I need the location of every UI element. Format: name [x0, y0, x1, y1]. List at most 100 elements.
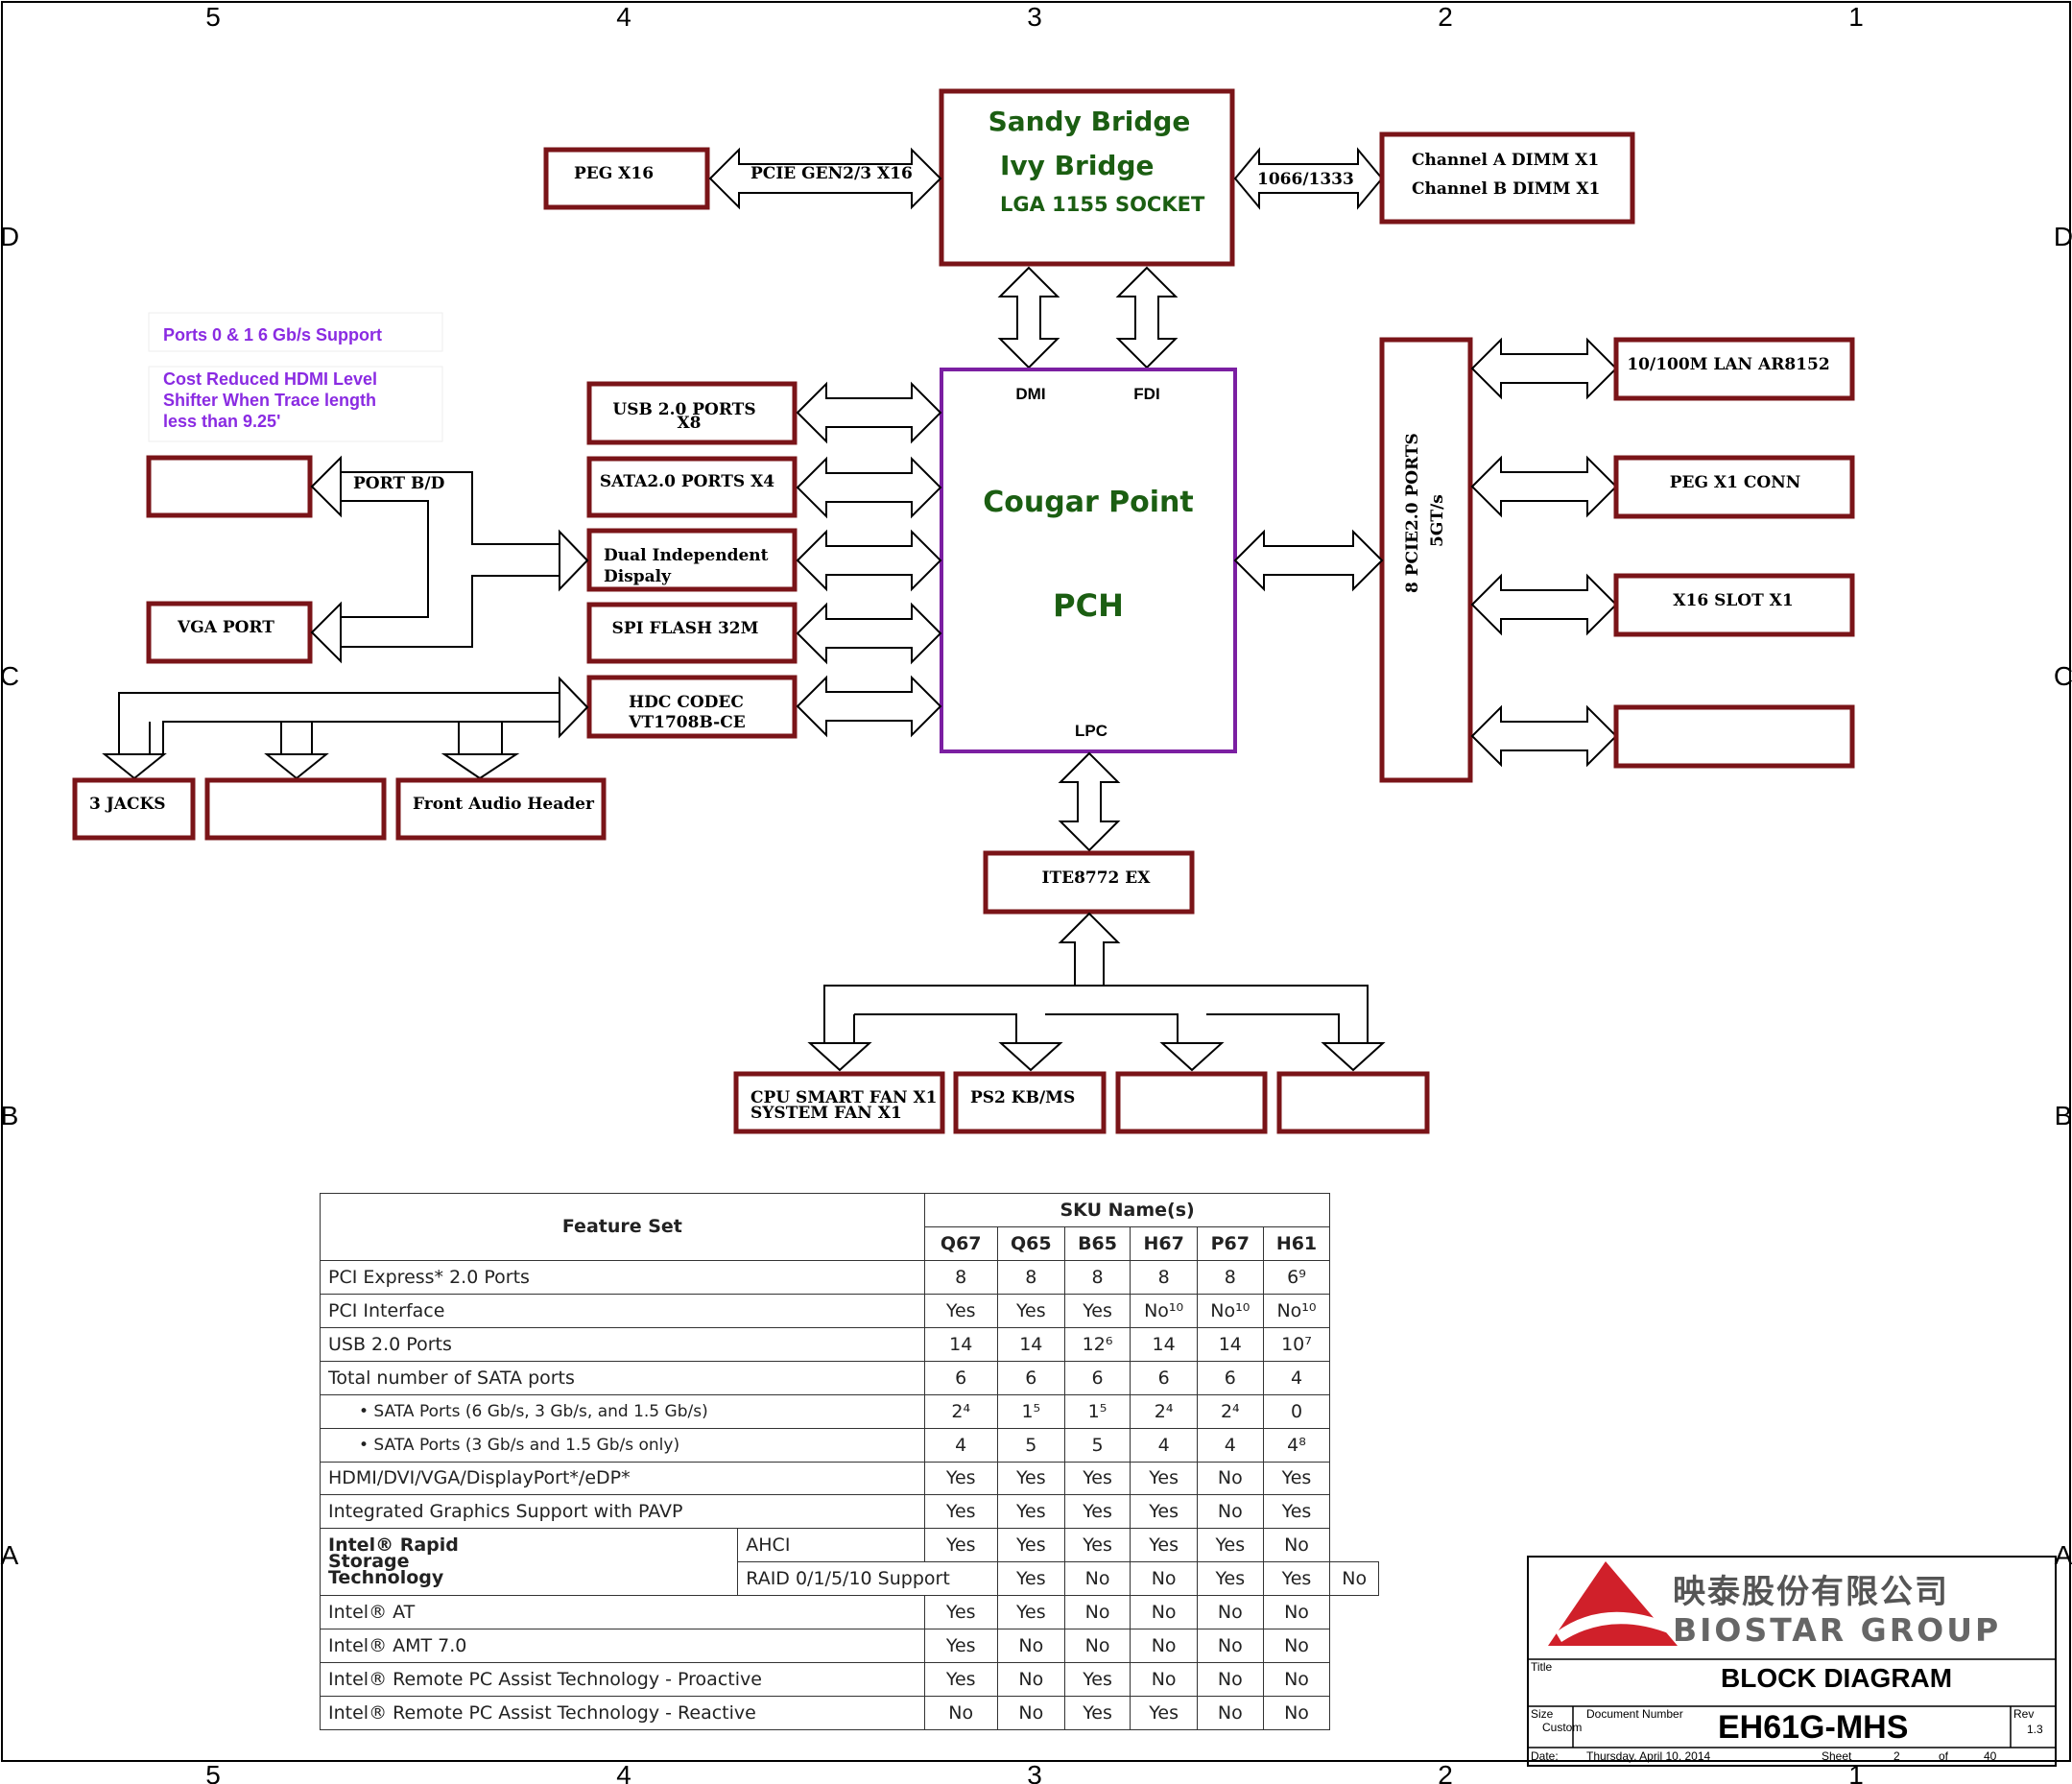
sku-name: H67 [1130, 1225, 1199, 1261]
arrow-head [1058, 912, 1121, 987]
feature-label: AHCI [737, 1528, 925, 1563]
lpc-label: LPC [1075, 722, 1107, 740]
pch-pcie-arrow [1233, 529, 1384, 592]
col-label: 5 [205, 2, 221, 32]
x16-slot-label: X16 SLOT X1 [1673, 591, 1793, 610]
hdmi-box [146, 455, 313, 518]
sku-value: No [923, 1696, 998, 1730]
sheet-total: 40 [1984, 1749, 1997, 1763]
sheet-label: Sheet [1822, 1749, 1852, 1763]
x16-slot-box [1613, 573, 1855, 637]
rev-label: Rev [2013, 1707, 2035, 1721]
feature-label: Integrated Graphics Support with PAVP [320, 1494, 925, 1530]
note-hdmi: Cost Reduced HDMI Level [163, 369, 377, 389]
sku-value: Yes [1063, 1696, 1131, 1730]
feature-label: PCI Interface [320, 1293, 925, 1328]
dimm-box [1379, 131, 1635, 225]
ps2-box [953, 1071, 1107, 1134]
pcie-blank-box [1613, 704, 1855, 769]
sku-value: 4 [1197, 1427, 1264, 1463]
sku-value: Yes [1063, 1461, 1131, 1496]
arrow-head [1159, 1042, 1225, 1072]
arrow-head [807, 1042, 872, 1072]
ite-bus [823, 985, 1369, 1043]
arrow-head [102, 753, 167, 780]
arrow-head [1321, 1042, 1386, 1072]
feature-label: PCI Express* 2.0 Ports [320, 1259, 925, 1295]
row-label: D [0, 222, 19, 251]
sku-value: Yes [1262, 1461, 1331, 1496]
sku-value: No [1197, 1461, 1264, 1496]
title-label: Title [1531, 1660, 1553, 1674]
sata-label: SATA2.0 PORTS X4 [600, 472, 774, 491]
arrow-head [559, 676, 589, 739]
cpu-box [939, 88, 1235, 267]
sku-value: 5 [996, 1427, 1065, 1463]
ps2-label: PS2 KB/MS [970, 1088, 1075, 1107]
sku-value: Yes [996, 1494, 1065, 1530]
sku-value: Yes [923, 1528, 998, 1563]
sku-name: P67 [1197, 1225, 1264, 1261]
row-label: B [2055, 1101, 2072, 1130]
audio-bus [118, 692, 560, 754]
spi-flash-label: SPI FLASH 32M [612, 619, 759, 638]
size-value: Custom [1542, 1721, 1583, 1734]
front-audio-label: Front Audio Header [413, 795, 595, 814]
feature-label: USB 2.0 Ports [320, 1326, 925, 1362]
fan-box [733, 1071, 945, 1134]
sku-value: Yes [923, 1293, 998, 1328]
peg-x1-box [1613, 455, 1855, 519]
sku-value: 6⁹ [1262, 1259, 1331, 1295]
rst-label-line: Intel® Rapid [328, 1534, 459, 1557]
sku-value: Yes [996, 1461, 1065, 1496]
sku-value: 6 [1197, 1360, 1264, 1395]
row-label: D [2054, 222, 2072, 251]
sku-value: 1⁵ [1063, 1394, 1131, 1429]
cpu-socket: LGA 1155 SOCKET [1000, 193, 1205, 216]
table-row: • SATA Ports (3 Gb/s and 1.5 Gb/s only)4… [320, 1427, 1379, 1463]
sku-value: No [1130, 1629, 1199, 1664]
usb-label: USB 2.0 PORTS [612, 400, 755, 419]
sku-value: No [1197, 1494, 1264, 1530]
sku-value: No [1130, 1662, 1199, 1698]
sku-value: Yes [1063, 1494, 1131, 1530]
feature-label: RAID 0/1/5/10 Support [737, 1561, 998, 1597]
sku-value: No¹⁰ [1197, 1293, 1264, 1328]
company-en: BIOSTAR GROUP [1673, 1611, 2002, 1649]
feature-label: Intel® AMT 7.0 [320, 1629, 925, 1664]
feature-label: Intel® AT [320, 1595, 925, 1630]
biostar-logo-icon [1548, 1561, 1678, 1646]
pcie-label: PCIE GEN2/3 X16 [750, 164, 913, 183]
sku-value: No [1063, 1629, 1131, 1664]
memory-speed: 1066/1333 [1257, 170, 1354, 189]
company-cn: 映泰股份有限公司 [1673, 1573, 1949, 1611]
fan-label-2: SYSTEM FAN X1 [750, 1104, 902, 1123]
sku-value: No¹⁰ [1130, 1293, 1199, 1328]
date-label: Date: [1531, 1749, 1559, 1763]
sku-value: 8 [996, 1259, 1065, 1295]
vga-line [341, 500, 429, 618]
sku-value: 4 [923, 1427, 998, 1463]
note-ports: Ports 0 & 1 6 Gb/s Support [163, 325, 382, 345]
note-hdmi: Shifter When Trace length [163, 391, 376, 410]
sku-name: H61 [1262, 1225, 1331, 1261]
sku-value: 4⁸ [1262, 1427, 1331, 1463]
table-row: Intel® Remote PC Assist Technology - Rea… [320, 1696, 1379, 1730]
row-label: A [1, 1540, 19, 1570]
arrow-head [310, 601, 342, 664]
dual-display-label-2: Dispaly [604, 567, 672, 586]
vga-label: VGA PORT [177, 618, 274, 637]
sku-name: Q65 [996, 1225, 1065, 1261]
pcie-ports-speed: 5GT/s [1428, 494, 1447, 547]
sku-value: No [1063, 1595, 1131, 1630]
col-label: 4 [616, 2, 631, 32]
front-audio-box [395, 777, 607, 841]
sheet-number: 2 [1893, 1749, 1900, 1763]
sku-value: Yes [996, 1595, 1065, 1630]
